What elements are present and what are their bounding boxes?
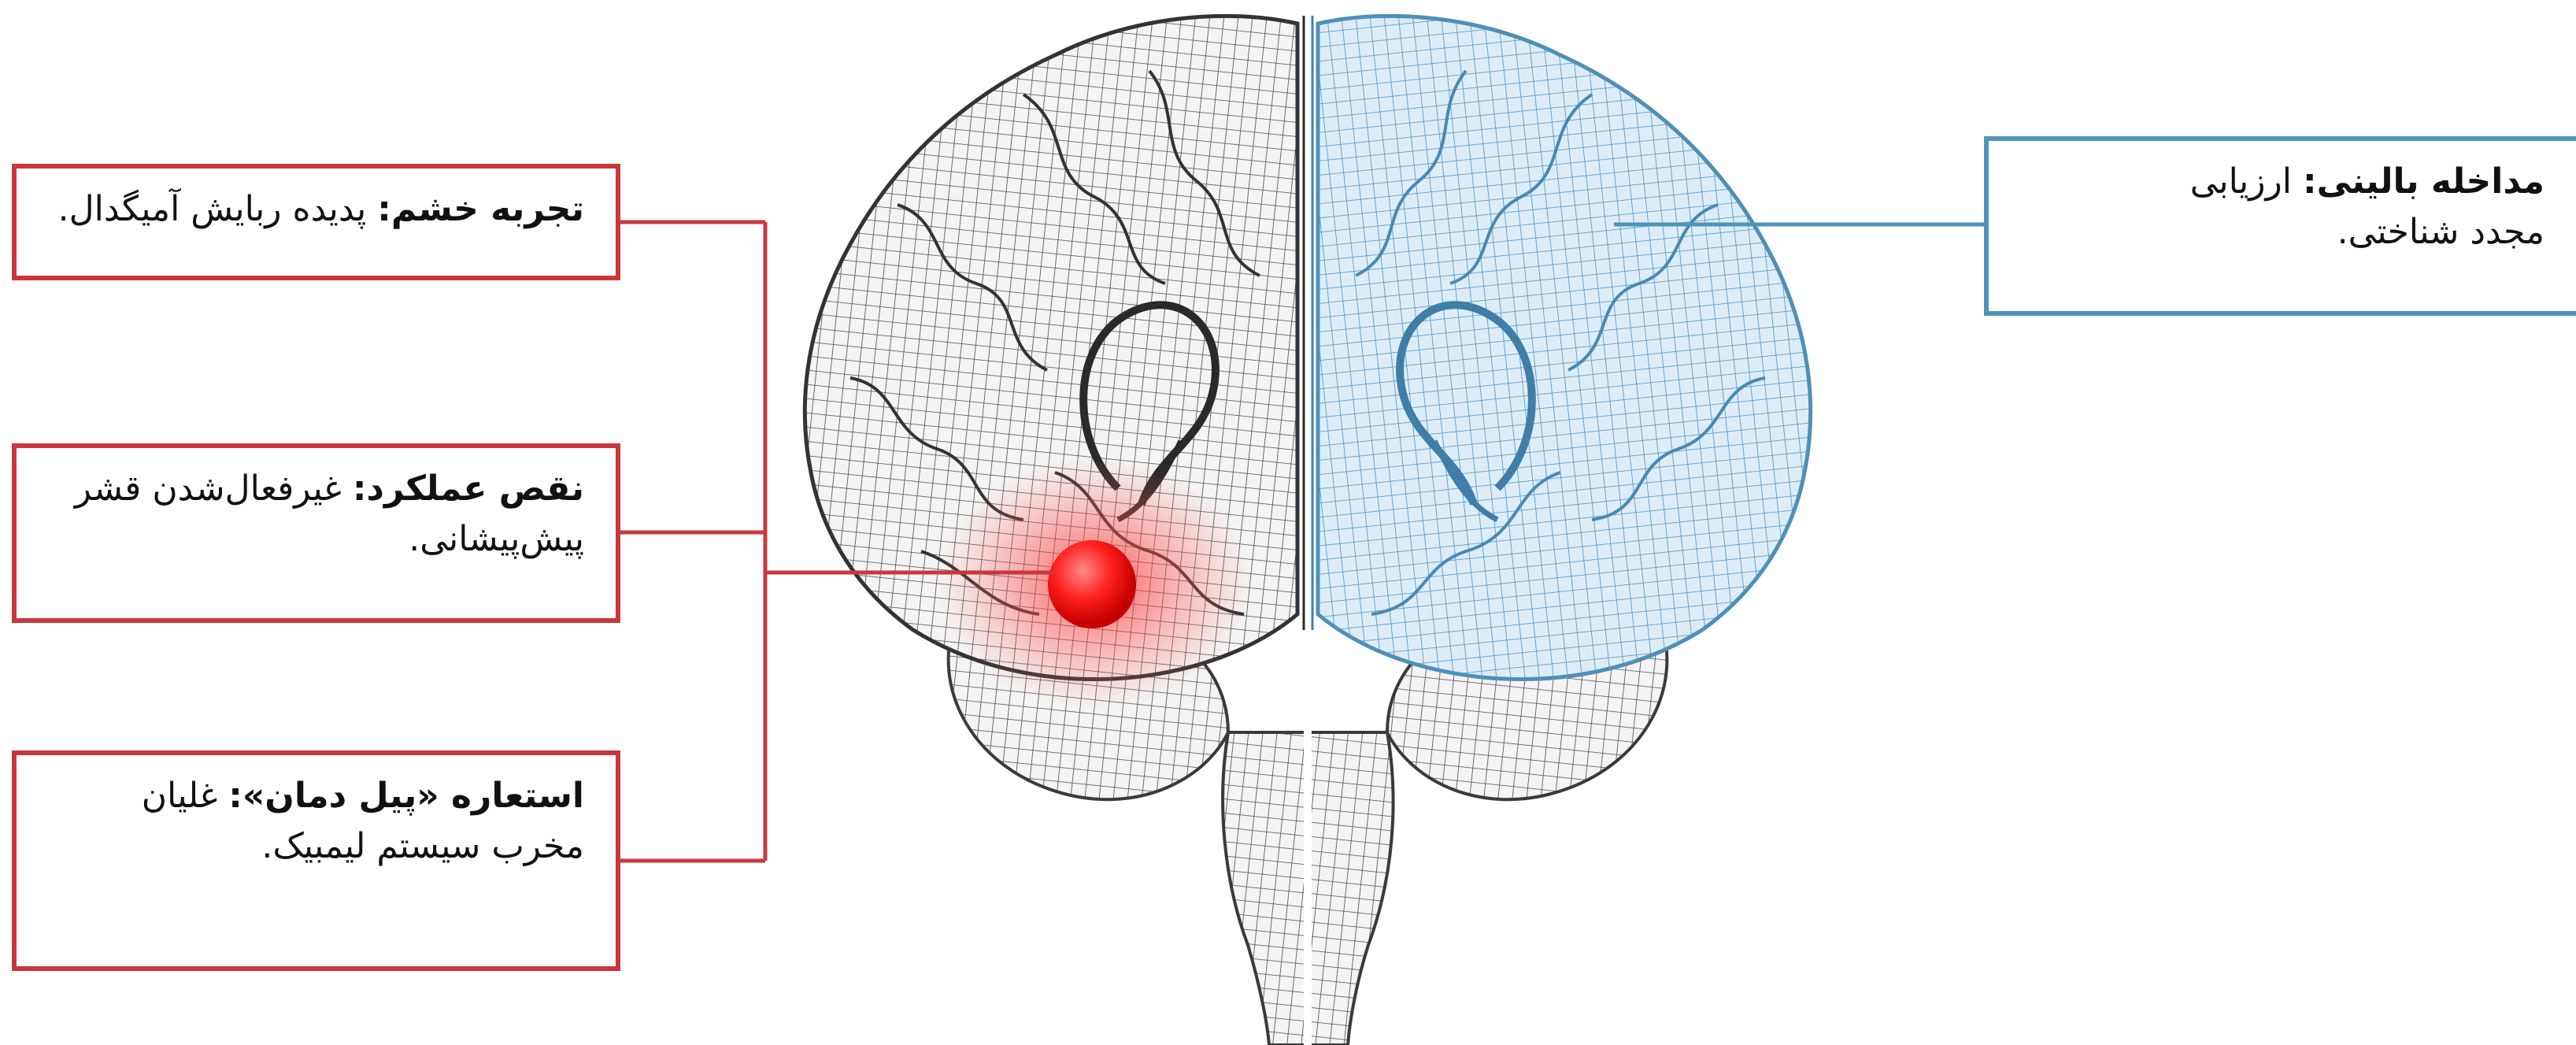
dysfunction-title: نقص عملکرد:	[353, 469, 584, 509]
dysfunction-text: غیرفعال‌شدن قشر	[75, 469, 342, 509]
anger-experience-text: پدیده ربایش آمیگدال.	[58, 189, 367, 229]
metaphor-title: استعاره «پیل دمان»:	[228, 776, 584, 816]
dysfunction-label: نقص عملکرد: غیرفعال‌شدن قشر پیش‌پیشانی.	[12, 443, 620, 623]
metaphor-text-line2: مخرب سیستم لیمبیک.	[29, 821, 584, 872]
amygdala-highlight	[1048, 540, 1136, 628]
dysfunction-text-line2: پیش‌پیشانی.	[29, 514, 584, 565]
metaphor-label: استعاره «پیل دمان»: غلیان مخرب سیستم لیم…	[12, 750, 620, 971]
clinical-intervention-text-line2: مجدد شناختی.	[2001, 207, 2545, 258]
clinical-intervention-text: ارزیابی	[2190, 161, 2292, 202]
right-hemisphere	[1318, 16, 1811, 679]
clinical-intervention-title: مداخله بالینی:	[2303, 161, 2545, 202]
anger-experience-title: تجربه خشم:	[377, 189, 584, 229]
clinical-intervention-label: مداخله بالینی: ارزیابی مجدد شناختی.	[1984, 136, 2576, 316]
metaphor-text: غلیان	[142, 776, 218, 816]
anger-experience-label: تجربه خشم: پدیده ربایش آمیگدال.	[12, 164, 620, 280]
